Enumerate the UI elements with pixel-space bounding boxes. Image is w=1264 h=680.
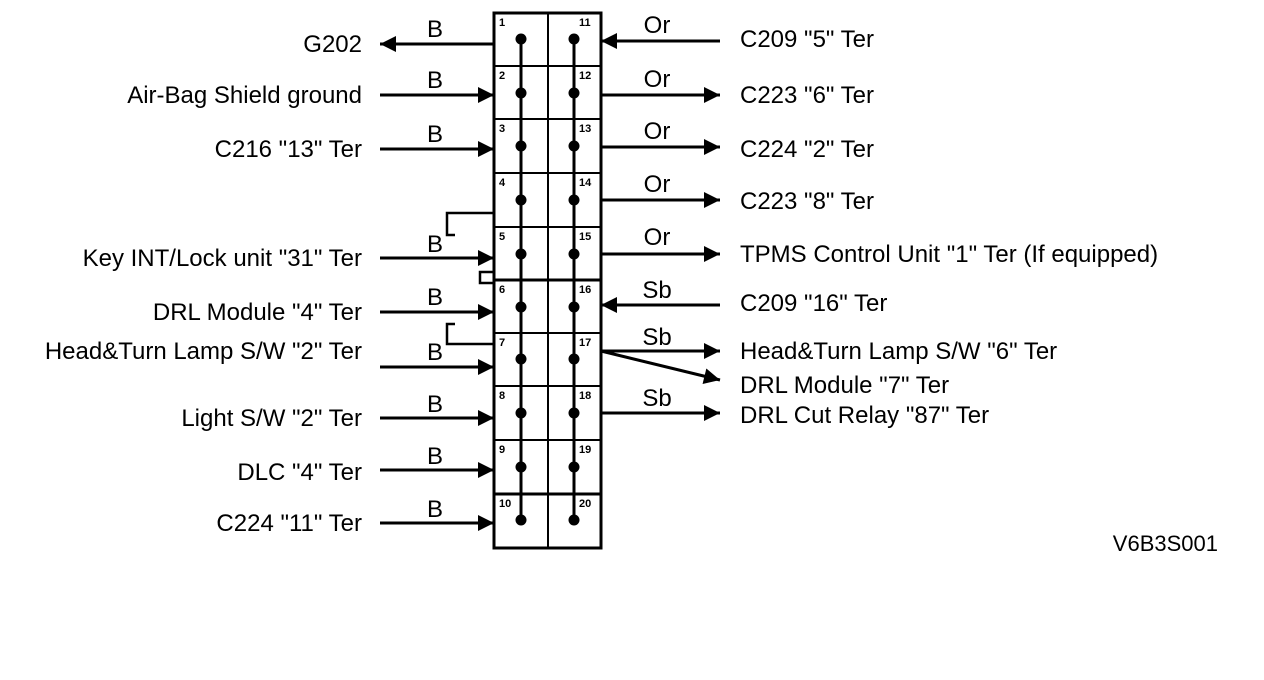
wire-color-label: Or	[644, 171, 671, 198]
pin-number: 3	[499, 123, 505, 135]
pin-number: 15	[579, 231, 591, 243]
pin-number: 4	[499, 177, 506, 189]
wire-color-label: B	[427, 443, 443, 470]
pin-dot	[568, 87, 580, 99]
wire-color-label: B	[427, 284, 443, 311]
pin-dot	[515, 407, 527, 419]
pin-dot	[568, 33, 580, 45]
pin-dot	[515, 301, 527, 313]
pin-column-left: 1 2 3 4 5 6 7 8 9 10	[499, 17, 527, 526]
pin-number: 10	[499, 498, 511, 510]
pin-number: 1	[499, 17, 505, 29]
pin-dot	[515, 514, 527, 526]
left-terminal-label: Air-Bag Shield ground	[127, 82, 362, 109]
wire-color-label: Or	[644, 66, 671, 93]
pin-number: 19	[579, 444, 591, 456]
pin-number: 6	[499, 284, 505, 296]
left-terminal-label: Key INT/Lock unit "31" Ter	[83, 245, 362, 272]
left-terminal-label: DLC "4" Ter	[237, 459, 362, 486]
pin-number: 7	[499, 337, 505, 349]
pin-number: 18	[579, 390, 591, 402]
pin-number: 16	[579, 284, 591, 296]
pin-dot	[515, 353, 527, 365]
reference-code: V6B3S001	[1113, 531, 1218, 556]
right-terminal-label: C224 "2" Ter	[740, 136, 874, 163]
pin-number: 20	[579, 498, 591, 510]
pin-dot	[568, 248, 580, 260]
left-terminal-label: G202	[303, 31, 362, 58]
pin-dot	[515, 194, 527, 206]
pin-column-right: 11 12 13 14 15 16 17 18 19 20	[568, 17, 592, 526]
right-terminal-label: DRL Cut Relay "87" Ter	[740, 402, 989, 429]
pin-dot	[515, 33, 527, 45]
right-terminal-label: C223 "6" Ter	[740, 82, 874, 109]
wire-color-label: B	[427, 391, 443, 418]
pin-dot	[568, 461, 580, 473]
pin-number: 5	[499, 231, 505, 243]
wire-color-label: Sb	[642, 385, 671, 412]
pin-number: 13	[579, 123, 591, 135]
wire-color-label: B	[427, 231, 443, 258]
right-terminal-label: C209 "5" Ter	[740, 26, 874, 53]
wire-color-label: Sb	[642, 324, 671, 351]
pin-dot	[515, 461, 527, 473]
wire-color-label: B	[427, 496, 443, 523]
wire-color-label: Sb	[642, 277, 671, 304]
wire-color-label: B	[427, 67, 443, 94]
pin-dot	[568, 301, 580, 313]
right-terminal-label: Head&Turn Lamp S/W "6" Ter	[740, 338, 1057, 365]
pin-number: 12	[579, 70, 591, 82]
pin-dot	[568, 140, 580, 152]
right-terminal-label: TPMS Control Unit "1" Ter (If equipped)	[740, 241, 1158, 268]
pin-dot	[568, 194, 580, 206]
wire-color-label: Or	[644, 224, 671, 251]
pin-dot	[515, 140, 527, 152]
wire-arrow	[600, 349, 721, 384]
left-terminal-label: C216 "13" Ter	[215, 136, 362, 163]
wire-color-label: B	[427, 121, 443, 148]
right-terminal-label: C209 "16" Ter	[740, 290, 887, 317]
pin-number: 8	[499, 390, 505, 402]
wire-color-label: Or	[644, 12, 671, 39]
pin-dot	[568, 353, 580, 365]
pin-number: 14	[579, 177, 592, 189]
pin-dot	[568, 514, 580, 526]
pin-dot	[568, 407, 580, 419]
pin-number: 2	[499, 70, 505, 82]
left-terminal-label: DRL Module "4" Ter	[153, 299, 362, 326]
left-terminal-label: Head&Turn Lamp S/W "2" Ter	[45, 338, 362, 365]
wire-color-label: B	[427, 16, 443, 43]
wire-color-label: B	[427, 339, 443, 366]
right-terminal-label: C223 "8" Ter	[740, 188, 874, 215]
wire-color-label: Or	[644, 118, 671, 145]
pin-number: 17	[579, 337, 591, 349]
pin-number: 11	[579, 17, 591, 29]
right-terminal-label: DRL Module "7" Ter	[740, 372, 949, 399]
pin-dot	[515, 87, 527, 99]
pin-number: 9	[499, 444, 505, 456]
left-terminal-label: C224 "11" Ter	[216, 510, 362, 537]
pin-dot	[515, 248, 527, 260]
joint-connector-block	[445, 11, 603, 550]
left-terminal-label: Light S/W "2" Ter	[181, 405, 362, 432]
